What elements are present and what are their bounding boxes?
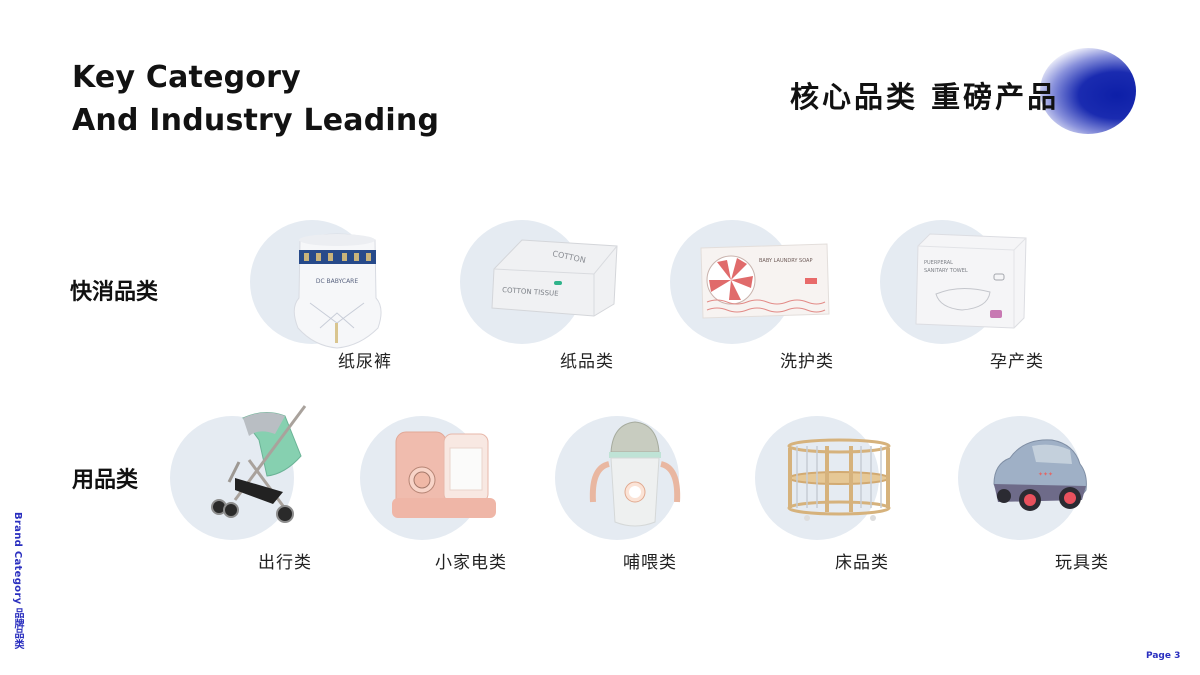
row-label-fmcg: 快消品类 <box>70 280 159 305</box>
category-label: 哺喂类 <box>623 553 677 573</box>
category-feeding[interactable]: 哺喂类 <box>555 416 755 586</box>
category-label: 玩具类 <box>1055 553 1109 573</box>
category-bedding[interactable]: 床品类 <box>755 416 955 586</box>
laundry-soap-icon: BABY LAUNDRY SOAP <box>697 240 832 324</box>
svg-text:PUERPERAL: PUERPERAL <box>924 260 953 266</box>
category-label: 出行类 <box>258 553 312 573</box>
accent-blob <box>1040 48 1136 134</box>
svg-text:COTTON TISSUE: COTTON TISSUE <box>502 286 559 298</box>
category-label: 洗护类 <box>780 352 834 372</box>
sippy-cup-icon <box>585 418 685 537</box>
diaper-icon: DC BABYCARE <box>290 228 385 357</box>
toy-car-icon: ✦✦✦ <box>990 434 1090 518</box>
category-maternity[interactable]: PUERPERAL SANITARY TOWEL 孕产类 <box>880 220 1080 390</box>
svg-text:DC BABYCARE: DC BABYCARE <box>316 278 359 285</box>
page-title-en: Key Category And Industry Leading <box>72 56 439 142</box>
category-toys[interactable]: ✦✦✦ 玩具类 <box>958 416 1158 586</box>
category-travel[interactable]: 出行类 <box>170 405 370 586</box>
category-diaper[interactable]: DC BABYCARE 纸尿裤 <box>250 220 450 390</box>
title-line-2: And Industry Leading <box>72 103 440 138</box>
page-number: Page 3 <box>1146 651 1181 661</box>
category-tissue[interactable]: COTTON COTTON TISSUE 纸品类 <box>460 220 660 390</box>
row-label-supplies: 用品类 <box>72 468 139 493</box>
category-appliance[interactable]: 小家电类 <box>360 416 560 586</box>
category-label: 纸尿裤 <box>338 352 392 372</box>
side-brand-category: Brand Category 品牌品类 <box>12 512 23 650</box>
category-label: 纸品类 <box>560 352 614 372</box>
title-line-1: Key Category <box>72 60 301 95</box>
svg-text:✦✦✦: ✦✦✦ <box>1038 471 1053 478</box>
tissue-box-icon: COTTON COTTON TISSUE <box>482 234 622 323</box>
category-label: 床品类 <box>835 553 889 573</box>
page-title-cn: 核心品类 重磅产品 <box>790 80 1060 114</box>
category-label: 小家电类 <box>435 553 507 573</box>
crib-icon <box>787 438 892 527</box>
food-processor-icon <box>392 428 496 526</box>
category-label: 孕产类 <box>990 352 1044 372</box>
sanitary-towel-icon: PUERPERAL SANITARY TOWEL <box>910 232 1030 336</box>
svg-text:SANITARY TOWEL: SANITARY TOWEL <box>924 268 968 274</box>
category-laundry[interactable]: BABY LAUNDRY SOAP 洗护类 <box>670 220 870 390</box>
stroller-icon <box>205 404 315 533</box>
svg-text:BABY LAUNDRY SOAP: BABY LAUNDRY SOAP <box>759 258 812 264</box>
